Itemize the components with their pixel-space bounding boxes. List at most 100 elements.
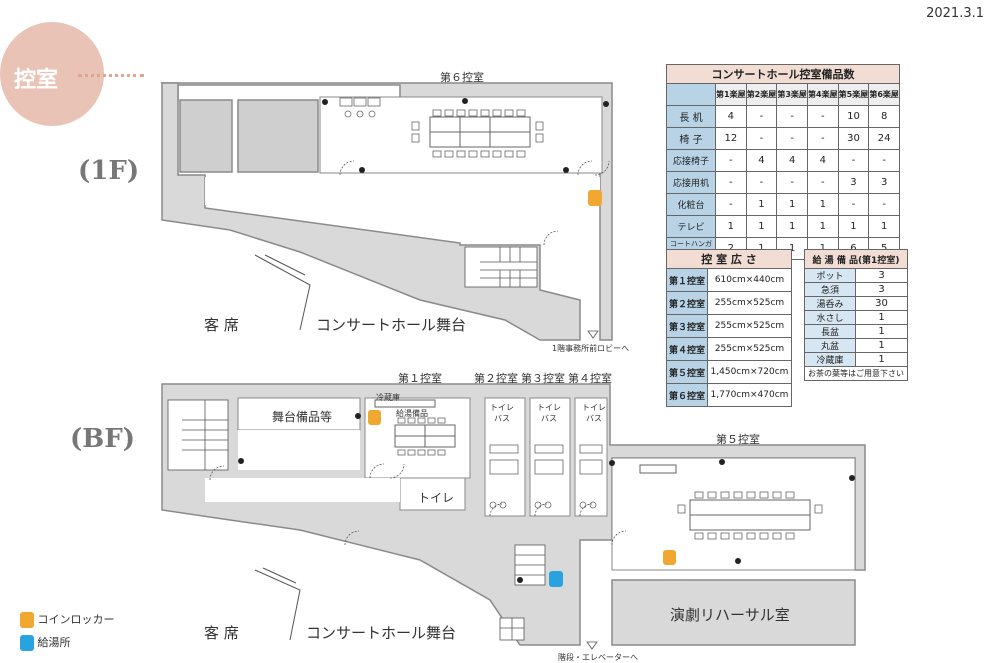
floor-label-1f: (1F) bbox=[78, 156, 140, 186]
cell: - bbox=[837, 193, 870, 216]
cell: 10 bbox=[837, 105, 870, 128]
cell: 30 bbox=[837, 127, 870, 150]
label-kitchen-equip: 給湯備品 bbox=[396, 409, 428, 418]
equipment-col: 第6楽屋 bbox=[868, 83, 900, 106]
legend-locker: コインロッカー bbox=[20, 611, 115, 628]
row-label: 第１控室 bbox=[666, 268, 708, 292]
label-audience-1f: 客 席 bbox=[204, 316, 239, 334]
cell: 1 bbox=[855, 324, 908, 339]
cell: 1 bbox=[745, 215, 778, 238]
cell: 1 bbox=[855, 310, 908, 325]
row-label: 第４控室 bbox=[666, 337, 708, 361]
cell: - bbox=[868, 193, 900, 216]
equipment-col: 第2楽屋 bbox=[745, 83, 778, 106]
row-label: 第６控室 bbox=[666, 383, 708, 407]
cell: 1 bbox=[806, 193, 839, 216]
cell: - bbox=[745, 171, 778, 194]
row-label: 急須 bbox=[804, 282, 856, 297]
cell: 8 bbox=[868, 105, 900, 128]
label-toilet-bath-4: トイレ バス bbox=[582, 403, 606, 423]
label-room2: 第２控室 bbox=[474, 372, 518, 385]
cell: - bbox=[715, 171, 747, 194]
label-rehearsal: 演劇リハーサル室 bbox=[670, 606, 790, 624]
coin-locker-icon bbox=[20, 612, 34, 628]
cell: 1 bbox=[855, 338, 908, 353]
cell: 1 bbox=[806, 215, 839, 238]
legend-kitchen-label: 給湯所 bbox=[37, 636, 71, 649]
row-label: 第５控室 bbox=[666, 360, 708, 384]
cell: 3 bbox=[855, 268, 908, 283]
cell: - bbox=[806, 105, 839, 128]
date-label: 2021.3.1 bbox=[926, 6, 984, 21]
cell: 255cm×525cm bbox=[707, 337, 792, 361]
cell: 4 bbox=[776, 149, 808, 172]
label-room5: 第５控室 bbox=[716, 433, 760, 446]
equipment-table: コンサートホール控室備品数 第1楽屋 第2楽屋 第3楽屋 第4楽屋 第5楽屋 第… bbox=[666, 64, 900, 260]
row-label: 湯呑み bbox=[804, 296, 856, 311]
cell: 1 bbox=[776, 193, 808, 216]
row-label: 椅 子 bbox=[666, 127, 716, 150]
section-title: 控室 bbox=[14, 68, 59, 93]
cell: 3 bbox=[855, 282, 908, 297]
label-room6-1f: 第６控室 bbox=[440, 71, 484, 84]
row-label: 水さし bbox=[804, 310, 856, 325]
cell: 1 bbox=[837, 215, 870, 238]
label-stage-bf: コンサートホール舞台 bbox=[306, 624, 457, 642]
label-stairs-note: 階段・エレベーターへ bbox=[558, 653, 638, 662]
cell: 1 bbox=[776, 215, 808, 238]
floor-label-bf: (BF) bbox=[70, 424, 136, 454]
size-table-title: 控 室 広 さ bbox=[666, 249, 792, 269]
cell: 4 bbox=[806, 149, 839, 172]
label-room3: 第３控室 bbox=[521, 372, 565, 385]
row-label: 応接椅子 bbox=[666, 149, 716, 172]
cell: 24 bbox=[868, 127, 900, 150]
cell: 1 bbox=[855, 352, 908, 367]
cell: 4 bbox=[715, 105, 747, 128]
cell: - bbox=[715, 149, 747, 172]
cell: - bbox=[868, 149, 900, 172]
row-label: ポット bbox=[804, 268, 856, 283]
cell: 1 bbox=[715, 215, 747, 238]
kitchenette-icon bbox=[20, 635, 34, 651]
row-label: 冷蔵庫 bbox=[804, 352, 856, 367]
row-label: 丸盆 bbox=[804, 338, 856, 353]
label-room1: 第１控室 bbox=[398, 372, 442, 385]
row-label: テレビ bbox=[666, 215, 716, 238]
cell: 12 bbox=[715, 127, 747, 150]
cell: - bbox=[806, 171, 839, 194]
cell: 1 bbox=[868, 215, 900, 238]
cell: - bbox=[715, 193, 747, 216]
label-storage: 舞台備品等 bbox=[272, 410, 333, 424]
label-stage-1f: コンサートホール舞台 bbox=[316, 316, 467, 334]
cell: - bbox=[806, 127, 839, 150]
equipment-header-blank bbox=[666, 83, 716, 106]
label-lobby-note: 1階事務所前ロビーへ bbox=[552, 344, 630, 353]
equipment-table-title: コンサートホール控室備品数 bbox=[666, 64, 900, 84]
row-label: 第２控室 bbox=[666, 291, 708, 315]
equipment-col: 第3楽屋 bbox=[776, 83, 808, 106]
cell: - bbox=[745, 127, 778, 150]
cell: 3 bbox=[837, 171, 870, 194]
cell: - bbox=[745, 105, 778, 128]
label-audience-bf: 客 席 bbox=[204, 624, 239, 642]
legend-locker-label: コインロッカー bbox=[37, 613, 115, 626]
cell: - bbox=[776, 171, 808, 194]
cell: 610cm×440cm bbox=[707, 268, 792, 292]
